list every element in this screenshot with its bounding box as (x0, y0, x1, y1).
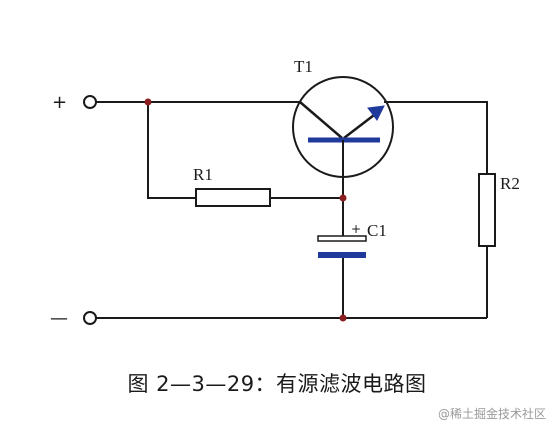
positive-terminal-sign: + (52, 92, 67, 113)
figure-caption: 图 2—3—29：有源滤波电路图 (127, 372, 427, 396)
emitter-arrow-icon (367, 105, 385, 121)
r1-resistor (195, 188, 271, 207)
negative-terminal-sign: — (50, 308, 68, 329)
emitter-lead (343, 111, 379, 139)
junction-dot (144, 98, 152, 106)
junction-dot (339, 194, 347, 202)
junction-dot (339, 314, 347, 322)
watermark: @稀土掘金技术社区 (437, 407, 546, 421)
circuit-diagram: + — R1 T1 R2 (50, 57, 520, 329)
c1-polarity-plus: + (351, 222, 361, 236)
r1-left-wire (147, 102, 196, 199)
positive-terminal (83, 95, 97, 109)
r2-label: R2 (500, 174, 520, 193)
emitter-wire (384, 101, 488, 174)
negative-terminal (83, 311, 97, 325)
r2-resistor (478, 173, 496, 247)
c1-negative-plate (318, 252, 366, 258)
c1-label: C1 (367, 221, 387, 240)
r1-label: R1 (193, 165, 213, 184)
t1-label: T1 (294, 57, 313, 76)
collector-lead (299, 101, 343, 139)
c1-positive-plate (317, 235, 367, 242)
